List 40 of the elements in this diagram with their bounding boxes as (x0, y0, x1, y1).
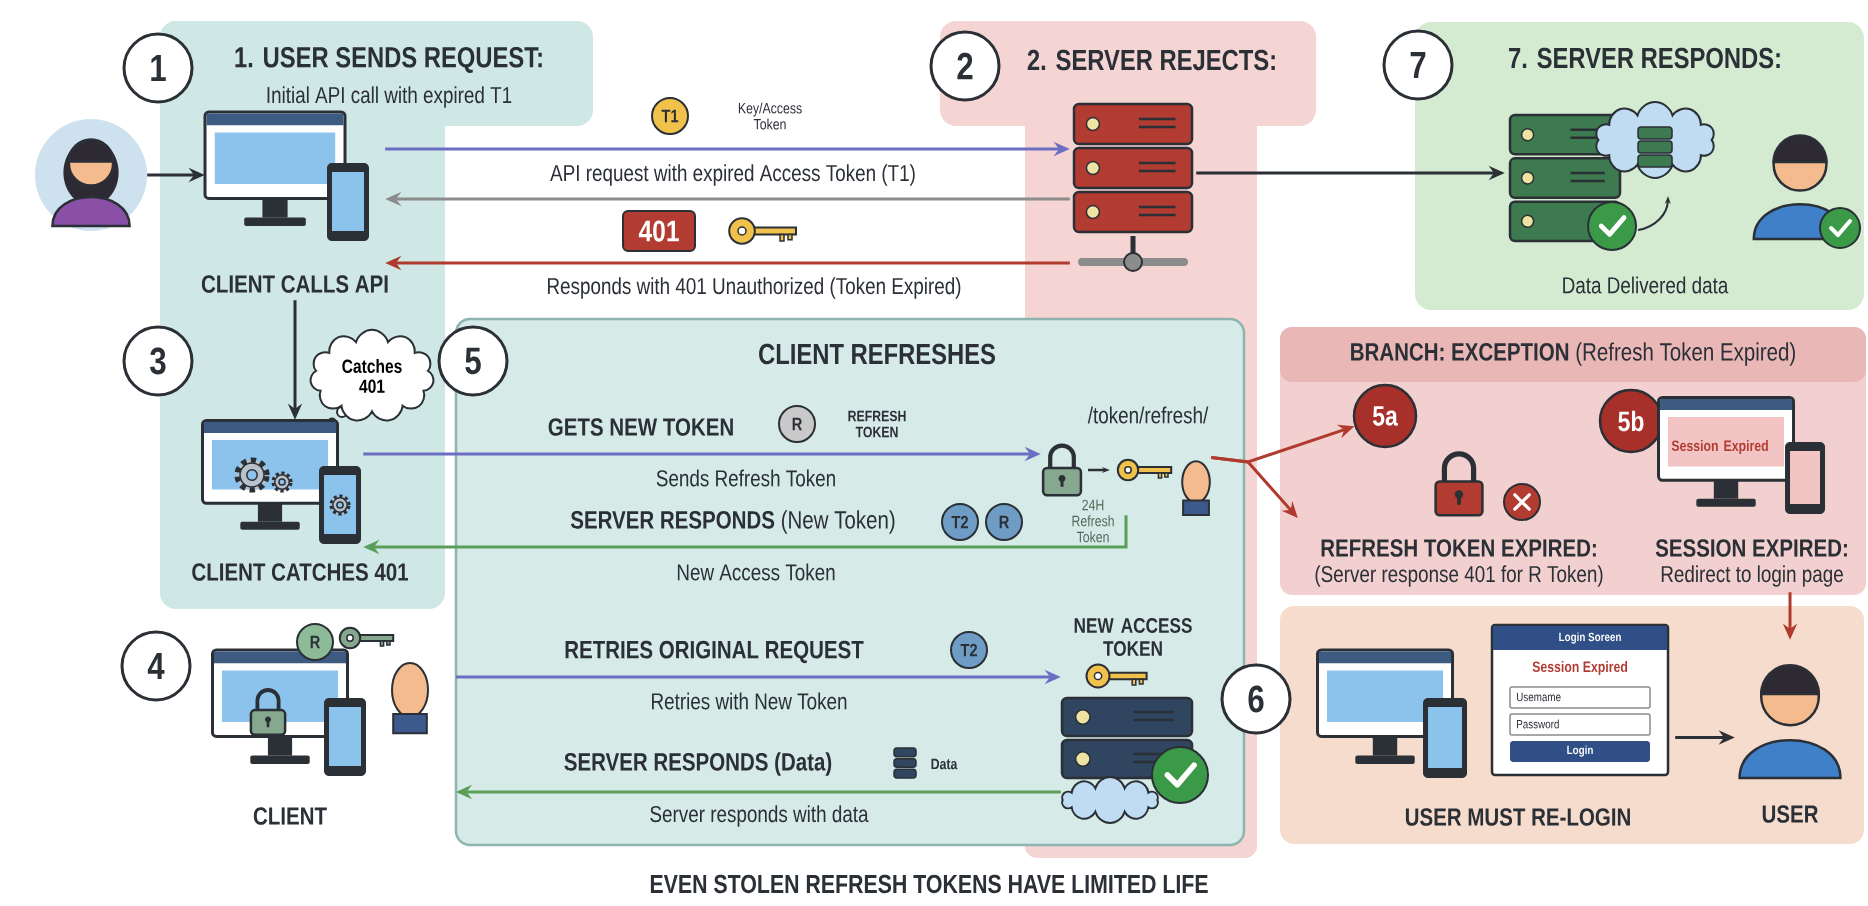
status-badge: 401 (622, 210, 696, 252)
step-label: Data (931, 758, 958, 770)
node-label: USER (1762, 805, 1819, 823)
step-number: 3 (122, 325, 194, 397)
node-label: (Server response 401 for R Token) (1315, 565, 1603, 587)
node-label: Redirect to login page (1661, 565, 1843, 587)
edge-label: Server responds with data (647, 803, 871, 829)
server-drawing: NEW ACCESS TOKEN (1060, 618, 1209, 824)
computer-drawing: CLIENT CALLS API (201, 110, 388, 293)
step-number: 5a (1352, 383, 1418, 449)
thought-bubble: Catches 401 (309, 328, 435, 427)
server-drawing (1508, 101, 1715, 251)
step-label: RETRIES ORIGINAL REQUEST (565, 640, 864, 664)
node-label: CLIENT (253, 807, 327, 825)
node-label: NEW ACCESS TOKEN (1074, 618, 1192, 656)
node-label: REFRESH TOKEN EXPIRED: (1321, 539, 1596, 557)
step-label: Key/Access Token (738, 102, 802, 130)
node-label: CLIENT CALLS API (201, 275, 388, 293)
node-label: USER MUST RE-LOGIN (1405, 808, 1630, 826)
node-label: /token/refresh/ (1087, 406, 1209, 424)
edge-label: New Access Token (674, 561, 838, 583)
step-number: 1 (122, 32, 194, 104)
step-label: 24H Refresh Token (1072, 499, 1114, 543)
avatar (35, 119, 147, 231)
step-number: 4 (120, 630, 192, 702)
step-number: 7 (1382, 29, 1454, 101)
lock-drawing: REFRESH TOKEN EXPIRED: (Server response 401 for R Token) (1315, 451, 1603, 587)
person-drawing: USER (1738, 663, 1842, 823)
edge-label: Retries with New Token (648, 690, 850, 712)
step-label: REFRESH TOKEN (848, 410, 906, 438)
node-label: SESSION EXPIRED: (1655, 539, 1847, 557)
server-drawing (1072, 102, 1194, 272)
step-number: 5 (437, 325, 509, 397)
step-label: SERVER RESPONDS (Data) (564, 752, 832, 776)
node-label: 2. SERVER REJECTS: (1027, 49, 1275, 71)
step-number: 6 (1220, 663, 1292, 735)
caption: EVEN STOLEN REFRESH TOKENS HAVE LIMITED LIFE (650, 874, 1208, 894)
login-screen-drawing: Login Soreen Session Expired Usemame Password Login USER MUST RE-LOGIN (1316, 623, 1670, 826)
node-label: CLIENT CATCHES 401 (192, 563, 409, 581)
step-number: 2 (929, 30, 1001, 102)
